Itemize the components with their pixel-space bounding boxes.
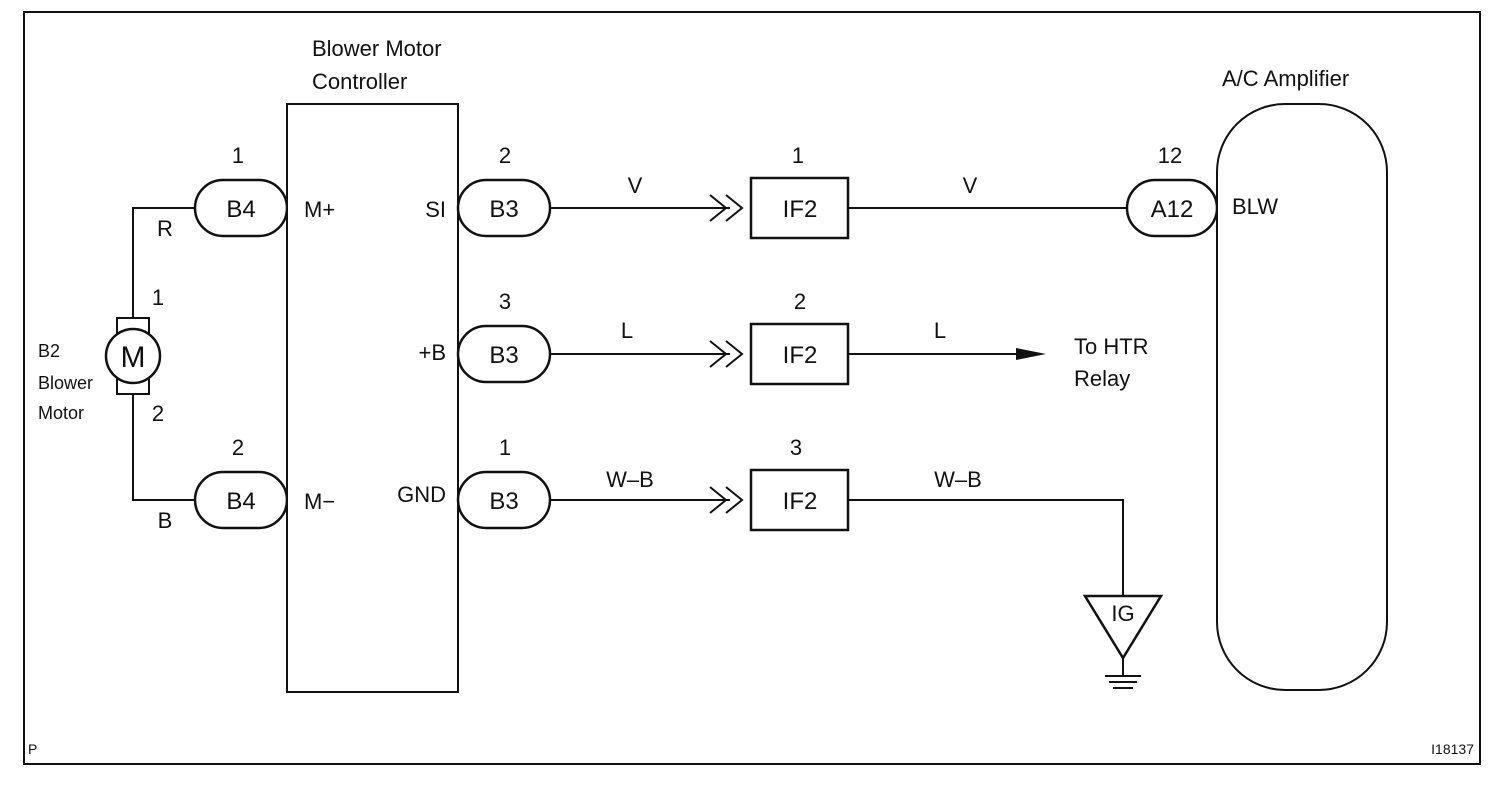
motor-label-line3: Motor [38, 403, 84, 423]
junction-if2-top-id: IF2 [783, 196, 818, 223]
blower-motor-controller [286, 103, 459, 693]
wire-color-row2-left: L [621, 318, 633, 343]
junction-if2-top-pin: 1 [792, 143, 804, 168]
motor-pin-bottom: 2 [152, 401, 164, 426]
wire-color-row2-right: L [934, 318, 946, 343]
chevron-row2-b [725, 340, 744, 368]
motor-label-line1: B2 [38, 341, 60, 361]
ac-amplifier-title: A/C Amplifier [1222, 66, 1349, 91]
connector-b4-bottom-id: B4 [226, 488, 255, 515]
arrow-to-htr-relay [1016, 348, 1046, 360]
wire-row3-right [848, 499, 1124, 596]
wire-b [132, 392, 195, 501]
terminal-si: SI [425, 197, 446, 222]
terminal-gnd: GND [397, 482, 446, 507]
connector-b3-si-id: B3 [489, 196, 518, 223]
wire-color-row1-right: V [963, 173, 978, 198]
wire-color-row3-right: W–B [934, 467, 982, 492]
controller-title-line2: Controller [312, 69, 407, 94]
ground-symbol-label: IG [1111, 601, 1134, 626]
to-htr-relay-line1: To HTR [1074, 334, 1149, 359]
wire-color-row1-left: V [628, 173, 643, 198]
ground-triangle [1082, 594, 1164, 661]
wire-color-b: B [158, 508, 173, 533]
to-htr-relay-line2: Relay [1074, 366, 1130, 391]
ground-symbol: IG [1082, 594, 1164, 689]
junction-if2-middle [749, 322, 850, 386]
junction-if2-bottom [749, 468, 850, 532]
connector-b3-plus-b-id: B3 [489, 342, 518, 369]
wire-color-r: R [157, 216, 173, 241]
controller-title-line1: Blower Motor [312, 36, 442, 61]
figure-id-label: I18137 [1431, 741, 1474, 757]
terminal-blw: BLW [1232, 194, 1278, 219]
junction-if2-top [749, 176, 850, 240]
chevron-row3-b [725, 486, 744, 514]
wire-r [132, 207, 195, 320]
connector-b3-gnd-id: B3 [489, 488, 518, 515]
motor-pin-top: 1 [152, 285, 164, 310]
blower-motor: M [104, 317, 162, 395]
connector-a12-pin: 12 [1158, 143, 1182, 168]
motor-circle [104, 327, 162, 385]
junction-if2-middle-pin: 2 [794, 289, 806, 314]
chevron-row3-a [709, 486, 728, 514]
terminal-plus-b: +B [418, 340, 446, 365]
junction-if2-middle-id: IF2 [783, 342, 818, 369]
motor-label-line2: Blower [38, 373, 93, 393]
connector-b3-gnd-pin: 1 [499, 435, 511, 460]
connector-b3-plus-b-pin: 3 [499, 289, 511, 314]
wire-color-row3-left: W–B [606, 467, 654, 492]
terminal-m-plus: M+ [304, 197, 335, 222]
junction-if2-bottom-pin: 3 [790, 435, 802, 460]
connector-b4-top-pin: 1 [232, 143, 244, 168]
diagram-frame [23, 11, 1481, 765]
chevron-row2-a [709, 340, 728, 368]
corner-label-p: P [28, 741, 37, 757]
ac-amplifier [1216, 103, 1388, 691]
chevron-row1-a [709, 194, 728, 222]
connector-b4-top-id: B4 [226, 196, 255, 223]
junction-if2-bottom-id: IF2 [783, 488, 818, 515]
connector-a12-id: A12 [1151, 196, 1194, 223]
terminal-m-minus: M− [304, 489, 335, 514]
chevron-row1-b [725, 194, 744, 222]
connector-b4-bottom-pin: 2 [232, 435, 244, 460]
motor-symbol: M [121, 341, 146, 374]
connector-b3-si-pin: 2 [499, 143, 511, 168]
